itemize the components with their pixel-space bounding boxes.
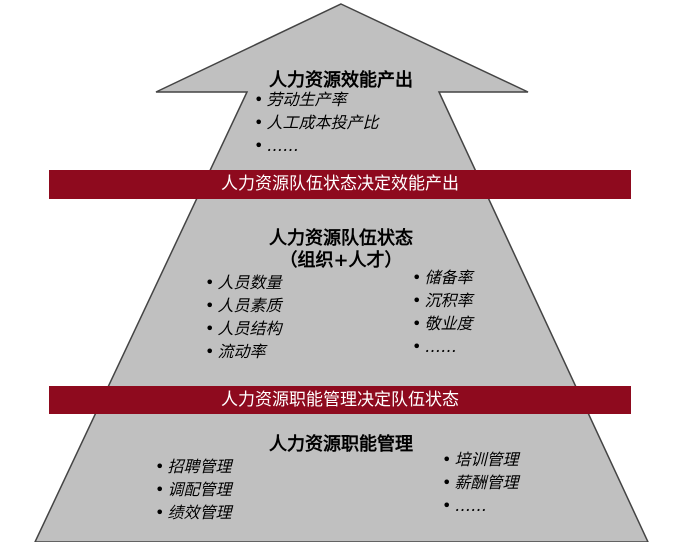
list-item: …… [442, 494, 518, 517]
top-list: 劳动生产率 人工成本投产比 …… [254, 88, 378, 157]
list-item: 流动率 [205, 340, 281, 363]
bottom-right-list: 培训管理 薪酬管理 …… [442, 448, 518, 517]
bottom-left-list: 招聘管理 调配管理 绩效管理 [155, 455, 231, 524]
list-item: 培训管理 [442, 448, 518, 471]
list-item: 人工成本投产比 [254, 111, 378, 134]
list-item: 劳动生产率 [254, 88, 378, 111]
list-item: 人员结构 [205, 317, 281, 340]
list-item: 人员数量 [205, 271, 281, 294]
band-effectiveness: 人力资源队伍状态决定效能产出 [49, 170, 631, 199]
list-item: 绩效管理 [155, 501, 231, 524]
list-item: 沉积率 [412, 289, 472, 312]
list-item: 储备率 [412, 266, 472, 289]
middle-right-list: 储备率 沉积率 敬业度 …… [412, 266, 472, 358]
middle-subtitle: （组织+人才） [279, 250, 403, 271]
list-item: 薪酬管理 [442, 471, 518, 494]
band-function-management: 人力资源职能管理决定队伍状态 [49, 386, 631, 414]
list-item: 调配管理 [155, 478, 231, 501]
middle-title: 人力资源队伍状态 [269, 228, 413, 249]
list-item: …… [254, 134, 378, 157]
list-item: 人员素质 [205, 294, 281, 317]
list-item: 招聘管理 [155, 455, 231, 478]
top-title: 人力资源效能产出 [269, 70, 413, 91]
middle-left-list: 人员数量 人员素质 人员结构 流动率 [205, 271, 281, 363]
list-item: …… [412, 335, 472, 358]
bottom-title: 人力资源职能管理 [269, 434, 413, 455]
list-item: 敬业度 [412, 312, 472, 335]
